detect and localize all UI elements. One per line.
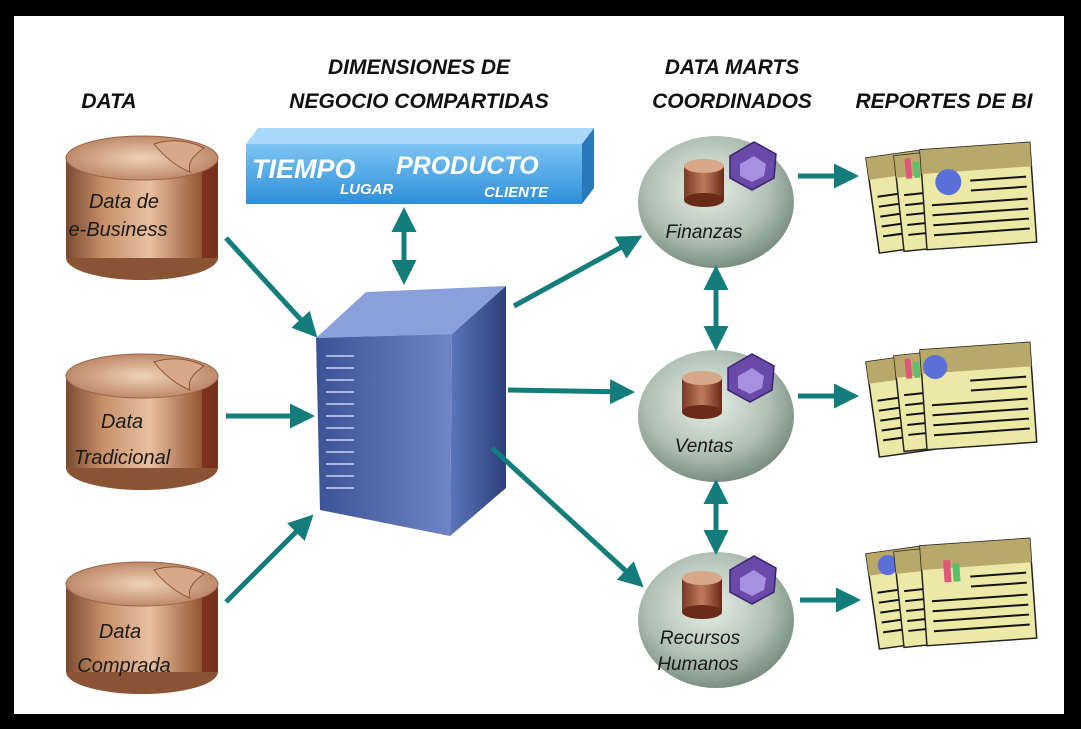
datamart-ventas: Ventas xyxy=(638,350,794,482)
arrow-ebusiness-to-server xyxy=(224,236,318,338)
report-stack-recursos-humanos xyxy=(865,537,1038,650)
header-datamarts-line2: COORDINADOS xyxy=(652,90,812,113)
arrow-server-to-recursos xyxy=(490,446,644,588)
dimension-lugar: LUGAR xyxy=(340,181,393,198)
arrow-server-to-ventas xyxy=(507,379,635,405)
datamart-label-line1: Finanzas xyxy=(665,222,743,243)
source-label-line2: Comprada xyxy=(77,655,170,677)
header-dimensions-line1: DIMENSIONES DE xyxy=(328,56,511,79)
source-label-line2: e-Business xyxy=(69,219,168,241)
header-data: DATA xyxy=(81,90,136,113)
diagram-canvas: DATA DIMENSIONES DE NEGOCIO COMPARTIDAS … xyxy=(14,16,1064,714)
header-reports: REPORTES DE BI xyxy=(856,90,1034,113)
report-stack-finanzas xyxy=(865,141,1038,254)
bi-architecture-diagram: DATA DIMENSIONES DE NEGOCIO COMPARTIDAS … xyxy=(65,56,1038,694)
source-cylinder-tradicional: Data Tradicional xyxy=(65,353,219,490)
datamart-label-line1: Recursos xyxy=(660,628,741,649)
source-cylinder-comprada: Data Comprada xyxy=(65,561,219,694)
datamart-finanzas: Finanzas xyxy=(638,136,794,268)
datamart-label-line1: Ventas xyxy=(675,436,734,457)
arrow-comprada-to-server xyxy=(224,514,314,604)
arrow-server-to-finanzas xyxy=(512,235,643,309)
header-dimensions-line2: NEGOCIO COMPARTIDAS xyxy=(289,90,548,113)
datamart-recursos-humanos: Recursos Humanos xyxy=(638,552,794,688)
source-cylinder-ebusiness: Data de e-Business xyxy=(65,135,219,280)
source-label-line2: Tradicional xyxy=(74,447,171,469)
dimension-cliente: CLIENTE xyxy=(484,184,549,201)
source-label-line1: Data xyxy=(101,411,143,433)
dimension-tiempo: TIEMPO xyxy=(252,154,356,184)
source-label-line1: Data de xyxy=(89,191,159,213)
shared-dimensions-bar: TIEMPO LUGAR PRODUCTO CLIENTE xyxy=(246,128,594,204)
header-datamarts-line1: DATA MARTS xyxy=(665,56,800,79)
source-label-line1: Data xyxy=(99,621,141,643)
report-stack-ventas xyxy=(865,341,1038,458)
datamart-label-line2: Humanos xyxy=(657,654,739,675)
dimension-producto: PRODUCTO xyxy=(396,152,539,180)
server-icon xyxy=(316,286,506,536)
